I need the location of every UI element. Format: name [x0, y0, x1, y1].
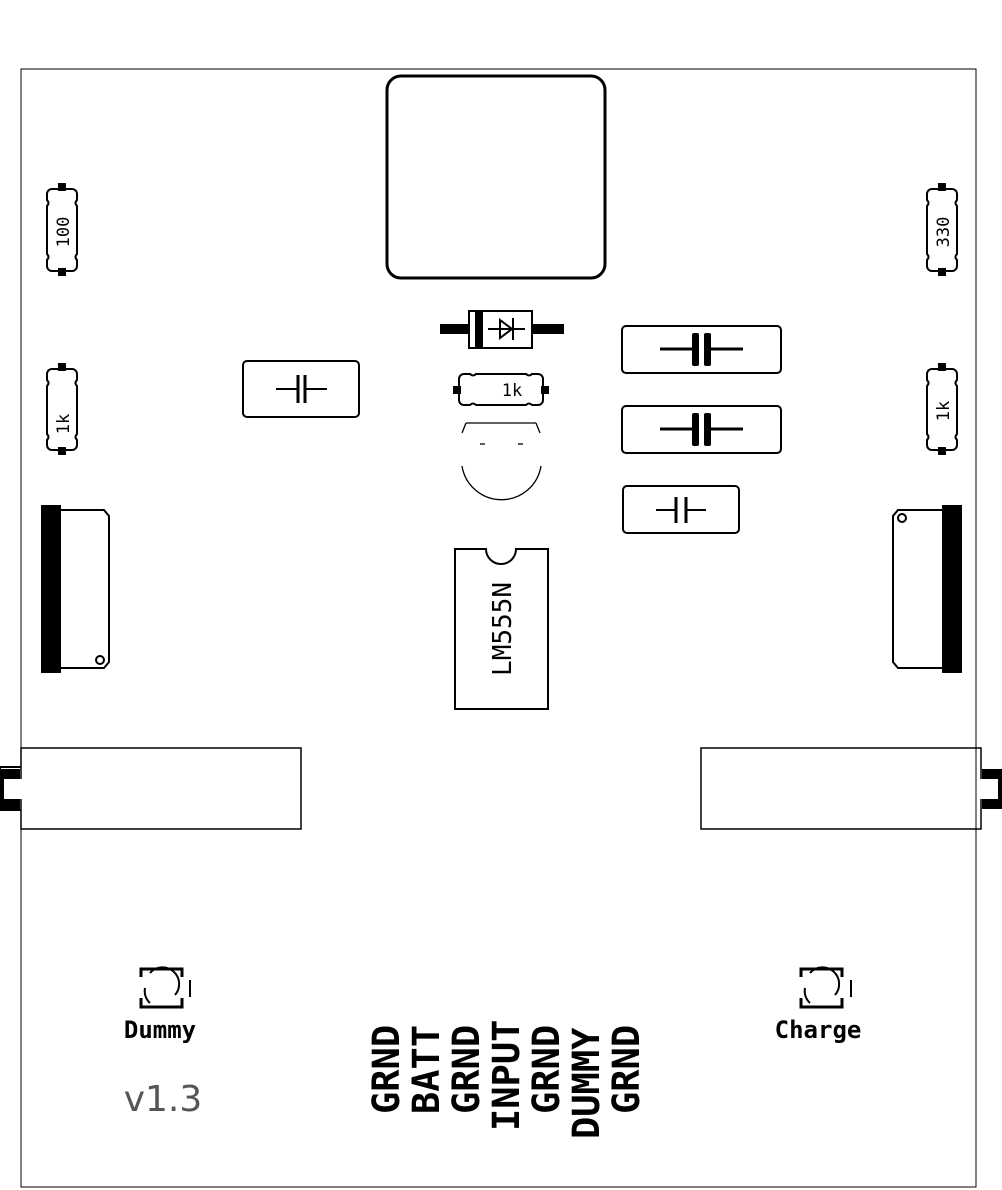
- pin-label: BATT: [405, 1025, 448, 1114]
- ic-label: LM555N: [488, 582, 518, 676]
- pin-label: INPUT: [485, 1020, 528, 1131]
- pin-label: GRND: [525, 1025, 568, 1114]
- capacitor-right-bottom: [622, 485, 740, 534]
- version-label: v1.3: [124, 1079, 203, 1120]
- pin-labels: GRND BATT GRND INPUT GRND DUMMY GRND: [365, 1020, 648, 1139]
- large-component-outline: [385, 74, 607, 280]
- led-charge: Charge: [775, 966, 862, 1044]
- resistor-label: 330: [934, 217, 954, 248]
- led-dummy: Dummy: [124, 966, 196, 1044]
- battery-clip-right: [700, 747, 1002, 830]
- board-outline: [20, 68, 977, 1188]
- resistor-right-top: 330: [926, 183, 958, 276]
- resistor-label: 100: [54, 217, 74, 248]
- connector-right: [892, 505, 962, 673]
- diode: [440, 310, 564, 349]
- resistor-left-top: 100: [46, 183, 78, 276]
- capacitor-left: [242, 360, 360, 418]
- capacitor-right-middle: [621, 405, 782, 454]
- led-label: Charge: [775, 1016, 862, 1044]
- transistor: [461, 422, 542, 501]
- ic-lm555: LM555N: [454, 548, 549, 710]
- resistor-label: 1k: [502, 381, 522, 401]
- capacitor-right-top: [621, 325, 782, 374]
- pin-label: GRND: [605, 1025, 648, 1114]
- pin-label: GRND: [365, 1025, 408, 1114]
- resistor-left-mid: 1k: [46, 363, 78, 455]
- pin-label: DUMMY: [565, 1027, 608, 1139]
- led-label: Dummy: [124, 1016, 196, 1044]
- resistor-right-mid: 1k: [926, 363, 958, 455]
- battery-clip-left: [0, 747, 302, 830]
- pin-label: GRND: [445, 1025, 488, 1114]
- resistor-label: 1k: [934, 401, 954, 421]
- connector-left: [41, 505, 110, 673]
- resistor-label: 1k: [54, 414, 74, 434]
- resistor-center: 1k: [453, 373, 549, 406]
